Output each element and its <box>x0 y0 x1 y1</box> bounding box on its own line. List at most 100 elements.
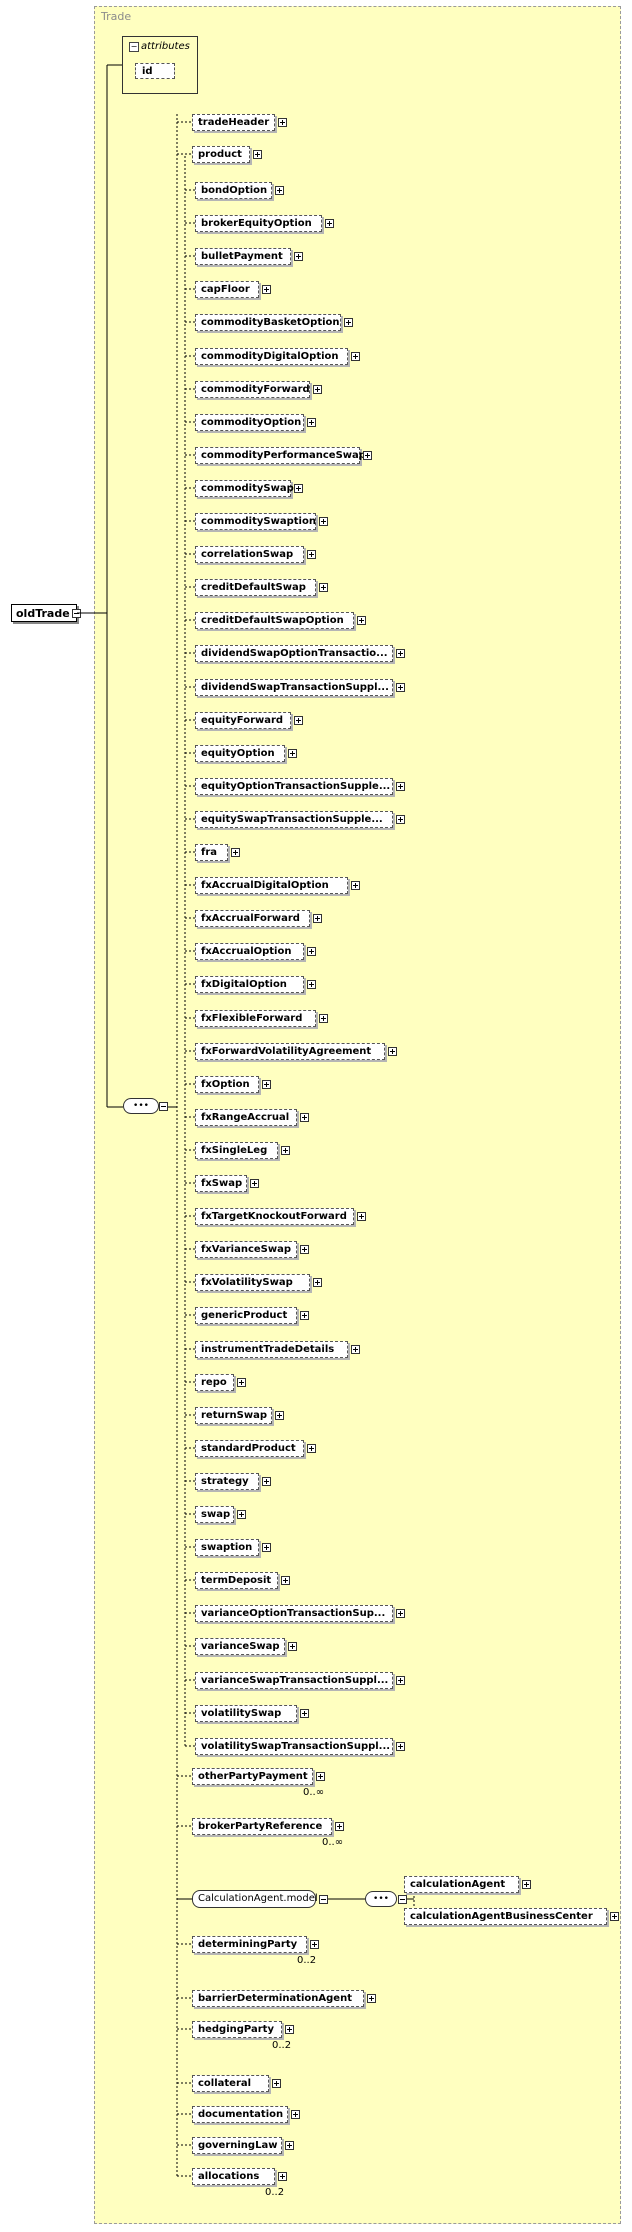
element-strategy[interactable]: strategy <box>195 1473 259 1490</box>
expand-icon[interactable] <box>335 1822 344 1831</box>
expand-icon[interactable] <box>316 1772 325 1781</box>
element-documentation[interactable]: documentation <box>192 2106 288 2123</box>
expand-icon[interactable] <box>319 517 328 526</box>
element-commodityswaption[interactable]: commoditySwaption <box>195 513 316 530</box>
expand-icon[interactable] <box>262 1543 271 1552</box>
expand-icon[interactable] <box>237 1510 246 1519</box>
expand-icon[interactable] <box>300 1311 309 1320</box>
element-varianceoptiontransactionsup-[interactable]: varianceOptionTransactionSup... <box>195 1605 393 1622</box>
element-product[interactable]: product <box>192 146 250 163</box>
expand-icon[interactable] <box>357 616 366 625</box>
expand-icon[interactable] <box>275 1411 284 1420</box>
expand-icon[interactable] <box>262 1477 271 1486</box>
element-varianceswap[interactable]: varianceSwap <box>195 1638 285 1655</box>
element-termdeposit[interactable]: termDeposit <box>195 1572 278 1589</box>
expand-icon[interactable] <box>522 1880 531 1889</box>
element-tradeheader[interactable]: tradeHeader <box>192 114 275 131</box>
expand-icon[interactable] <box>262 1080 271 1089</box>
element-commodityoption[interactable]: commodityOption <box>195 414 304 431</box>
element-allocations[interactable]: allocations <box>192 2168 275 2185</box>
element-fxtargetknockoutforward[interactable]: fxTargetKnockoutForward <box>195 1208 354 1225</box>
expand-icon[interactable] <box>396 1609 405 1618</box>
expand-icon[interactable] <box>300 1113 309 1122</box>
element-fxsingleleg[interactable]: fxSingleLeg <box>195 1142 278 1159</box>
expand-icon[interactable] <box>396 815 405 824</box>
expand-icon[interactable] <box>250 1179 259 1188</box>
expand-icon[interactable] <box>288 749 297 758</box>
expand-icon[interactable] <box>313 385 322 394</box>
element-volatilityswaptransactionsuppl-[interactable]: volatilitySwapTransactionSuppl... <box>195 1738 393 1755</box>
sequence-collapse-icon[interactable] <box>398 1895 407 1904</box>
element-commoditybasketoption[interactable]: commodityBasketOption <box>195 314 341 331</box>
element-creditdefaultswap[interactable]: creditDefaultSwap <box>195 579 316 596</box>
expand-icon[interactable] <box>285 2141 294 2150</box>
element-capfloor[interactable]: capFloor <box>195 281 259 298</box>
expand-icon[interactable] <box>396 1742 405 1751</box>
expand-icon[interactable] <box>272 2079 281 2088</box>
expand-icon[interactable] <box>285 2025 294 2034</box>
element-genericproduct[interactable]: genericProduct <box>195 1307 297 1324</box>
element-fxdigitaloption[interactable]: fxDigitalOption <box>195 976 304 993</box>
expand-icon[interactable] <box>351 352 360 361</box>
element-fxaccrualdigitaloption[interactable]: fxAccrualDigitalOption <box>195 877 348 894</box>
element-otherpartypayment[interactable]: otherPartyPayment <box>192 1768 313 1785</box>
expand-icon[interactable] <box>237 1378 246 1387</box>
expand-icon[interactable] <box>351 881 360 890</box>
expand-icon[interactable] <box>294 484 303 493</box>
expand-icon[interactable] <box>396 1676 405 1685</box>
element-hedgingparty[interactable]: hedgingParty <box>192 2021 282 2038</box>
expand-icon[interactable] <box>231 848 240 857</box>
element-dividendswapoptiontransactio-[interactable]: dividendSwapOptionTransactio... <box>195 645 393 662</box>
expand-icon[interactable] <box>325 219 334 228</box>
element-fxswap[interactable]: fxSwap <box>195 1175 247 1192</box>
element-commodityforward[interactable]: commodityForward <box>195 381 310 398</box>
element-fxvolatilityswap[interactable]: fxVolatilitySwap <box>195 1274 310 1291</box>
element-equityoption[interactable]: equityOption <box>195 745 285 762</box>
expand-icon[interactable] <box>278 2172 287 2181</box>
expand-icon[interactable] <box>396 782 405 791</box>
element-fxflexibleforward[interactable]: fxFlexibleForward <box>195 1010 316 1027</box>
expand-icon[interactable] <box>291 2110 300 2119</box>
expand-icon[interactable] <box>363 451 372 460</box>
expand-icon[interactable] <box>262 285 271 294</box>
expand-icon[interactable] <box>344 318 353 327</box>
expand-icon[interactable] <box>610 1912 619 1921</box>
expand-icon[interactable] <box>294 252 303 261</box>
expand-icon[interactable] <box>319 583 328 592</box>
element-equityforward[interactable]: equityForward <box>195 712 291 729</box>
element-commodityperformanceswap[interactable]: commodityPerformanceSwap <box>195 447 366 464</box>
expand-icon[interactable] <box>396 649 405 658</box>
element-fxvarianceswap[interactable]: fxVarianceSwap <box>195 1241 297 1258</box>
sequence-collapse-icon[interactable] <box>159 1102 168 1111</box>
expand-icon[interactable] <box>300 1245 309 1254</box>
expand-icon[interactable] <box>300 1709 309 1718</box>
element-varianceswaptransactionsuppl-[interactable]: varianceSwapTransactionSuppl... <box>195 1672 393 1689</box>
expand-icon[interactable] <box>307 1444 316 1453</box>
expand-icon[interactable] <box>307 550 316 559</box>
element-dividendswaptransactionsuppl-[interactable]: dividendSwapTransactionSuppl... <box>195 679 393 696</box>
element-instrumenttradedetails[interactable]: instrumentTradeDetails <box>195 1341 348 1358</box>
expand-icon[interactable] <box>307 418 316 427</box>
element-volatilityswap[interactable]: volatilitySwap <box>195 1705 297 1722</box>
expand-icon[interactable] <box>288 1642 297 1651</box>
element-returnswap[interactable]: returnSwap <box>195 1407 272 1424</box>
expand-icon[interactable] <box>294 716 303 725</box>
element-swap[interactable]: swap <box>195 1506 234 1523</box>
expand-icon[interactable] <box>396 683 405 692</box>
element-governinglaw[interactable]: governingLaw <box>192 2137 282 2154</box>
expand-icon[interactable] <box>351 1345 360 1354</box>
element-brokerpartyreference[interactable]: brokerPartyReference <box>192 1818 332 1835</box>
expand-icon[interactable] <box>275 186 284 195</box>
expand-icon[interactable] <box>253 150 262 159</box>
element-equityswaptransactionsupple-[interactable]: equitySwapTransactionSupple... <box>195 811 393 828</box>
element-commoditydigitaloption[interactable]: commodityDigitalOption <box>195 348 348 365</box>
expand-icon[interactable] <box>307 947 316 956</box>
element-fxaccrualoption[interactable]: fxAccrualOption <box>195 943 304 960</box>
element-commodityswap[interactable]: commoditySwap <box>195 480 294 497</box>
element-bondoption[interactable]: bondOption <box>195 182 272 199</box>
group-calculation-agent-model[interactable]: CalculationAgent.model <box>192 1890 318 1908</box>
element-calculationagentbusinesscenter[interactable]: calculationAgentBusinessCenter <box>404 1908 607 1925</box>
element-collateral[interactable]: collateral <box>192 2075 269 2092</box>
expand-icon[interactable] <box>319 1014 328 1023</box>
expand-icon[interactable] <box>278 118 287 127</box>
